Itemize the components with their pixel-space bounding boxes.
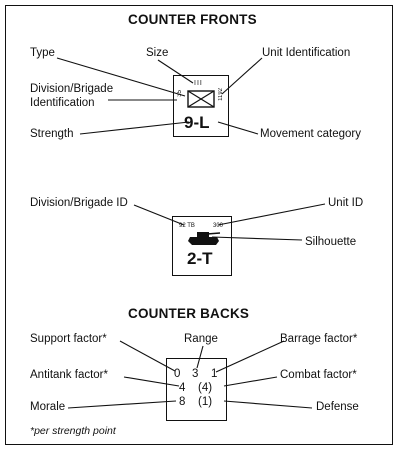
label-size: Size	[146, 47, 169, 59]
label-unit-identification: Unit Identification	[262, 47, 351, 59]
diagram-border	[5, 5, 393, 445]
label-division-line1: Division/Brigade	[30, 83, 114, 95]
footnote: *per strength point	[30, 425, 116, 437]
leader-division-brigade-id	[133, 204, 185, 226]
label-antitank-factor: Antitank factor*	[30, 369, 108, 381]
counter2-unit-id: 300	[213, 223, 224, 229]
label-strength: Strength	[30, 128, 74, 140]
leader-unit-id	[217, 203, 326, 226]
label-division-line2: Identification	[30, 97, 95, 109]
support-value: 0	[174, 368, 181, 380]
leader-barrage	[215, 340, 285, 373]
label-morale: Morale	[30, 401, 66, 413]
label-defense: Defense	[316, 401, 359, 413]
label-barrage-factor: Barrage factor*	[280, 333, 358, 345]
label-movement-category: Movement category	[260, 128, 361, 140]
label-silhouette: Silhouette	[305, 236, 357, 248]
defense-value: (1)	[198, 396, 213, 408]
leader-morale	[67, 400, 177, 409]
label-support-factor: Support factor*	[30, 333, 107, 345]
leader-silhouette	[211, 236, 303, 241]
leader-type	[56, 57, 186, 97]
leader-unit-identification	[221, 57, 263, 95]
label-combat-factor: Combat factor*	[280, 369, 357, 381]
counter2-strength-move: 2-T	[187, 249, 213, 268]
morale-value: 8	[179, 396, 186, 408]
leader-strength	[79, 121, 190, 135]
leader-support	[119, 340, 176, 372]
size-mark: III	[194, 80, 203, 87]
range-value: 3	[192, 368, 199, 380]
tank-silhouette-icon	[188, 232, 221, 245]
label-type: Type	[30, 47, 55, 59]
counter2-division-id: 92 TB	[179, 223, 195, 229]
label-division-brigade-id: Division/Brigade ID	[30, 197, 128, 209]
leader-movement-category	[217, 121, 259, 135]
combat-value: (4)	[198, 382, 213, 394]
label-range: Range	[184, 333, 218, 345]
counter-back-example: 0 3 1 4 (4) 8 (1)	[166, 358, 227, 421]
leader-defense	[223, 400, 313, 409]
counter-fronts-heading: COUNTER FRONTS	[128, 12, 257, 27]
leader-size	[157, 59, 194, 84]
leader-antitank	[123, 376, 180, 387]
label-unit-id: Unit ID	[328, 197, 364, 209]
leader-range	[196, 345, 204, 369]
counter-front-tank-example: 92 TB 300 2-T	[172, 216, 232, 276]
infantry-x-box-icon	[187, 90, 215, 108]
counter-backs-heading: COUNTER BACKS	[128, 306, 250, 321]
counter1-strength-move: 9-L	[184, 113, 210, 132]
barrage-value: 1	[211, 368, 218, 380]
leader-combat	[223, 376, 278, 387]
antitank-value: 4	[179, 382, 186, 394]
counter-front-example: III 35 1192 9-L	[173, 75, 229, 137]
